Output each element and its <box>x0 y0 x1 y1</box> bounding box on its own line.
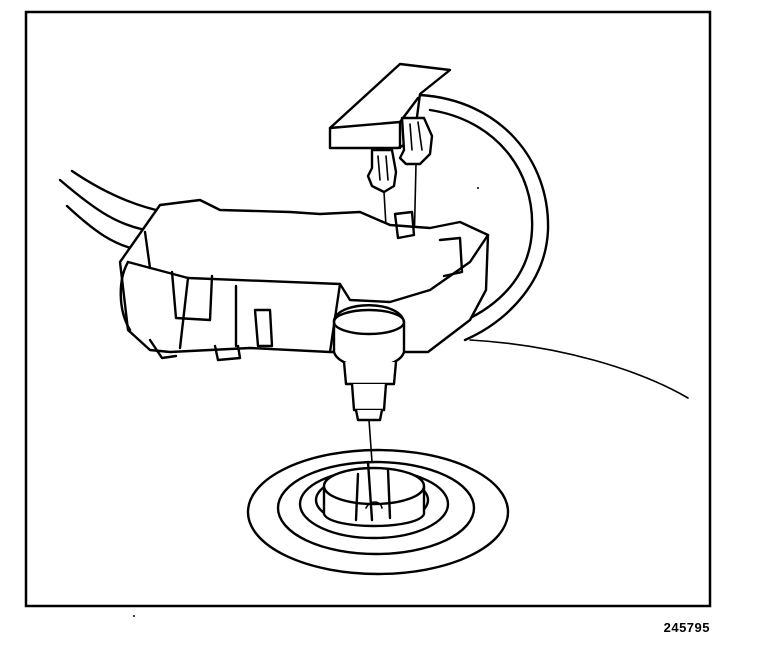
figure-number: 245795 <box>663 620 710 635</box>
figure-frame <box>24 10 712 608</box>
sensor-housing <box>118 198 490 362</box>
terminal-pins <box>366 116 434 261</box>
scan-speck <box>133 615 135 617</box>
scan-speck <box>477 187 479 189</box>
arm-curves <box>418 93 689 399</box>
sensor-shaft <box>332 304 406 463</box>
mounting-socket <box>246 448 510 576</box>
